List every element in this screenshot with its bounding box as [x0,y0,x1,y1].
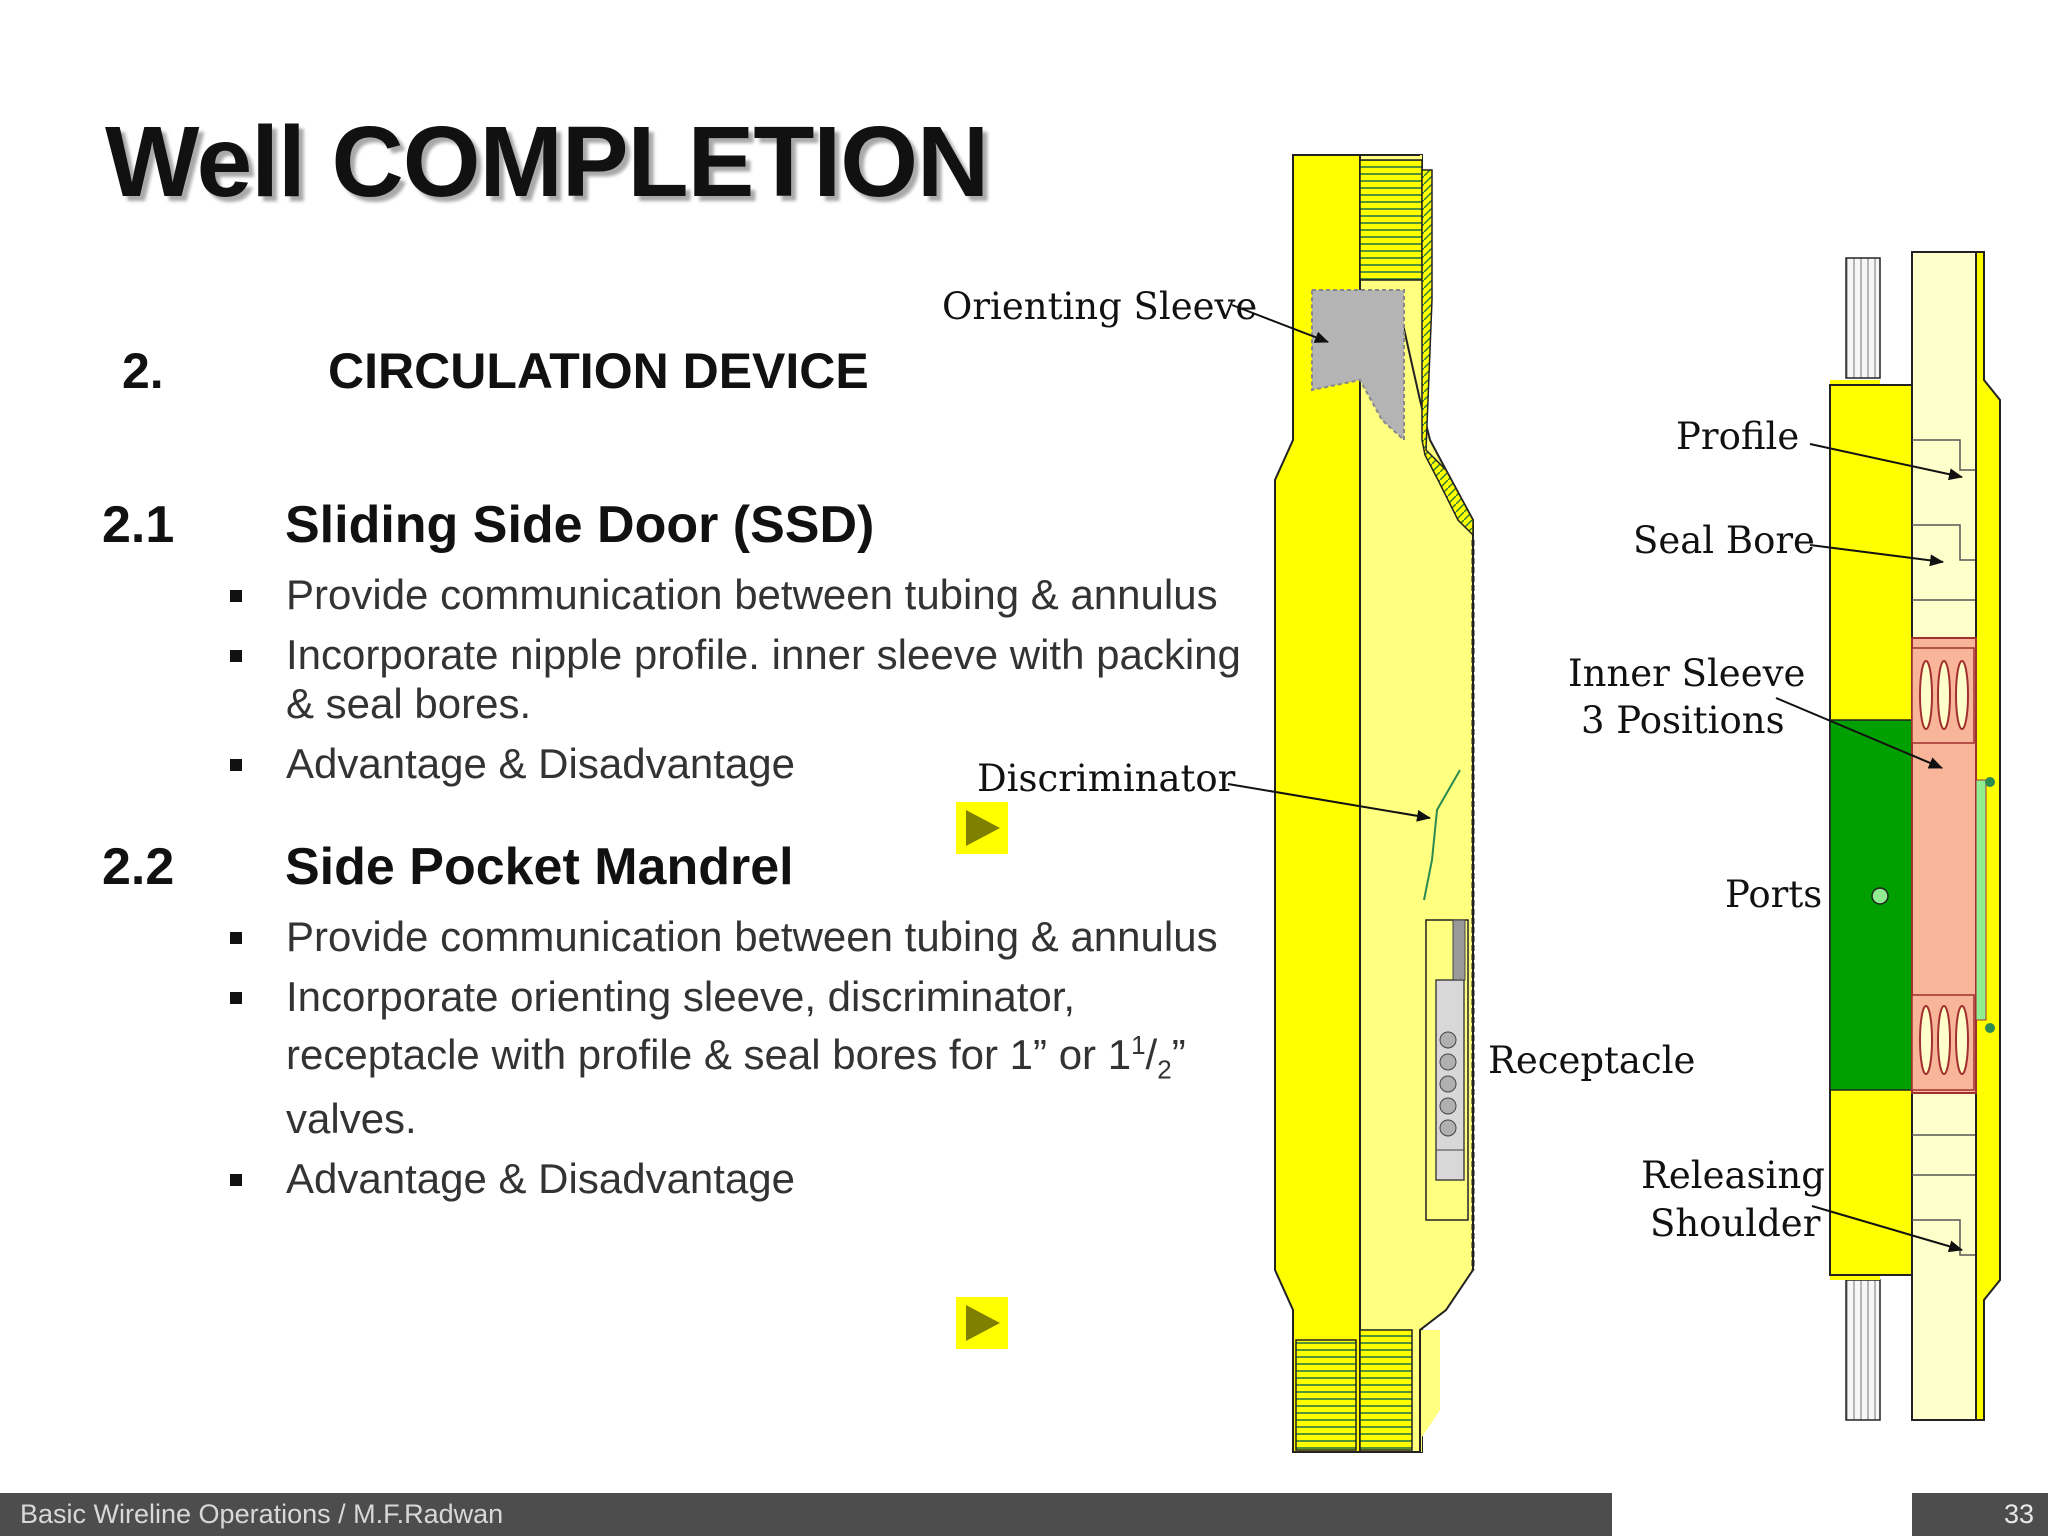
bullet-square-icon [230,932,242,944]
label-receptacle: Receptacle [1488,1039,1696,1082]
subsection-number: 2.1 [102,496,175,554]
label-profile: Profile [1676,415,1800,458]
footer-text: Basic Wireline Operations / M.F.Radwan [20,1499,504,1529]
label-shoulder: Shoulder [1650,1202,1821,1245]
bullet-item: Provide communication between tubing & a… [228,570,1258,619]
sliding-side-door-diagram [1829,248,2004,1422]
section-title: CIRCULATION DEVICE [328,343,869,399]
label-arrows [1227,304,1963,1253]
label-ports: Ports [1725,873,1823,916]
slide-title: Well COMPLETION [105,106,989,218]
play-button[interactable] [956,1297,1008,1349]
side-pocket-mandrel-diagram [1274,152,1484,1454]
bullet-square-icon [230,590,242,602]
footer-bar: Basic Wireline Operations / M.F.Radwan [0,1493,1612,1536]
bullet-square-icon [230,1174,242,1187]
bullet-continuation: receptacle with profile & seal bores for… [228,1021,1258,1094]
bullet-item: Advantage & Disadvantage [228,739,1258,788]
bullet-text: ” [1171,1031,1186,1078]
subsection-number: 2.2 [102,838,175,896]
label-orienting-sleeve: Orienting Sleeve [942,285,1258,328]
section-number: 2. [122,343,164,399]
label-inner-sleeve: Inner Sleeve [1568,652,1806,695]
bullet-text: Advantage & Disadvantage [286,1155,796,1203]
spm-bullet-list: Provide communication between tubing & a… [228,912,1258,1214]
page-number-box: 33 [1912,1493,2048,1536]
subsection-title: Side Pocket Mandrel [285,838,794,896]
bullet-text: Incorporate nipple profile. inner sleeve… [286,631,1241,678]
label-inner-sleeve-positions: 3 Positions [1581,699,1785,742]
bullet-item: Advantage & Disadvantage [228,1154,1258,1203]
bullet-text: valves. [286,1095,417,1143]
bullet-item: Incorporate orienting sleeve, discrimina… [228,972,1258,1021]
bullet-text: Provide communication between tubing & a… [286,571,1218,618]
ssd-bullet-list: Provide communication between tubing & a… [228,570,1258,799]
bullet-square-icon [230,992,242,1004]
bullet-text: Advantage & Disadvantage [286,740,796,787]
label-discriminator: Discriminator [977,757,1236,800]
bullet-item: Provide communication between tubing & a… [228,912,1258,961]
bullet-item: Incorporate nipple profile. inner sleeve… [228,630,1258,679]
subsection-title: Sliding Side Door (SSD) [285,496,875,554]
play-button[interactable] [956,802,1008,854]
label-seal-bore: Seal Bore [1633,519,1815,562]
play-icon [966,810,1000,846]
bullet-square-icon [230,650,242,662]
bullet-text: receptacle with profile & seal bores for… [286,1031,1132,1078]
subscript: 2 [1157,1054,1172,1085]
bullet-text: & seal bores. [286,680,532,727]
bullet-continuation: & seal bores. [228,679,1258,728]
bullet-continuation: valves. [228,1094,1258,1143]
bullet-text: Incorporate orienting sleeve, discrimina… [286,973,1076,1020]
fraction-slash: / [1145,1031,1158,1078]
label-releasing: Releasing [1641,1154,1825,1197]
bullet-text: Provide communication between tubing & a… [286,913,1218,960]
bullet-square-icon [230,759,242,771]
play-icon [966,1305,1000,1341]
page-number: 33 [2003,1499,2034,1529]
superscript: 1 [1131,1030,1146,1060]
